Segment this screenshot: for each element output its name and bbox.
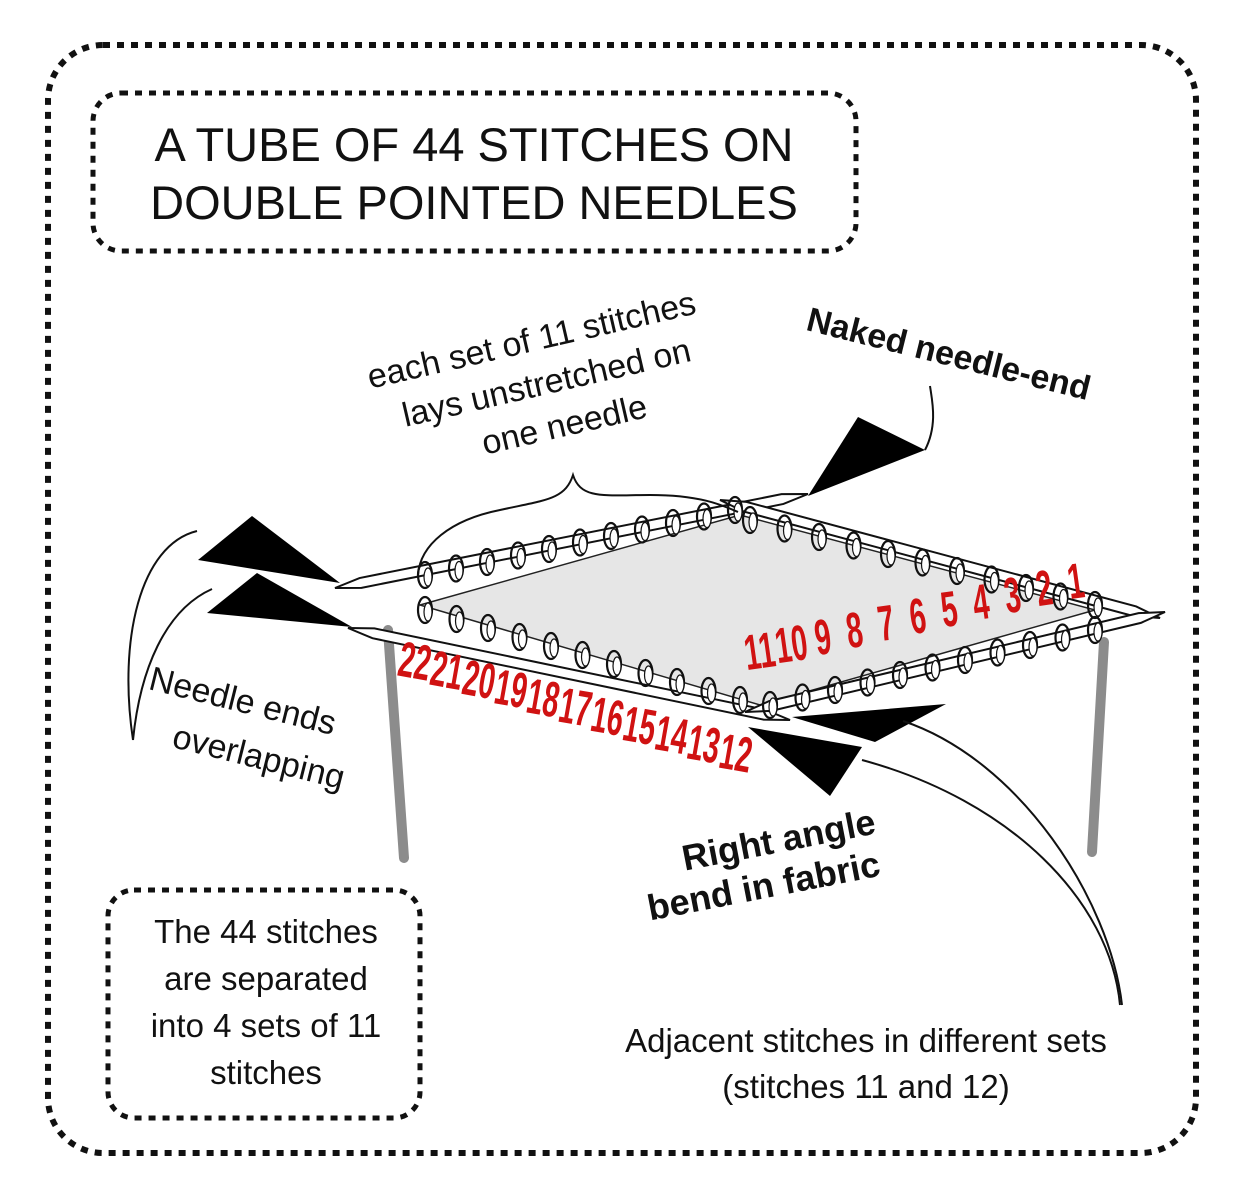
label-each-set: each set of 11 stitches lays unstretched… <box>364 284 700 462</box>
adjacent-line-2: (stitches 11 and 12) <box>722 1068 1009 1105</box>
stitch-number: 5 <box>937 580 961 638</box>
stitch-loop-inner <box>800 689 811 710</box>
stitch-loop-inner <box>995 644 1006 665</box>
arrow-overlap-upper <box>198 516 340 583</box>
stitch-loop-inner <box>1024 580 1034 600</box>
summary-box <box>105 887 423 1121</box>
support-posts <box>383 625 1109 863</box>
stitch-loop-inner <box>423 567 433 587</box>
stitch-loop-inner <box>733 502 743 522</box>
stitch-loop-inner <box>920 554 931 575</box>
stitch-loop-inner <box>1058 588 1069 609</box>
label-adjacent: Adjacent stitches in different sets (sti… <box>625 1022 1107 1105</box>
stitch-loop-inner <box>516 547 526 568</box>
stitch-loop-inner <box>643 665 654 685</box>
needle-1 <box>334 493 809 589</box>
stitch-loop-inner <box>768 697 778 717</box>
stitch-number: 11 <box>741 621 779 681</box>
stitch-number: 2 <box>1032 559 1056 617</box>
outer-frame <box>45 42 1199 1156</box>
stitch-loop-inner <box>865 674 876 695</box>
summary-line-4: stitches <box>210 1054 322 1091</box>
leader-lines <box>127 385 1123 1006</box>
stitch-loop-inner <box>886 546 896 566</box>
label-naked-end: Naked needle-end <box>803 301 1095 408</box>
stitch-loop-inner <box>738 692 748 712</box>
stitch-loop-inner <box>549 638 559 658</box>
stitch-number: 6 <box>906 587 930 645</box>
stitch-loop-inner <box>454 560 464 581</box>
stitch-loop-inner <box>963 652 973 672</box>
stitch-number: 4 <box>969 573 993 631</box>
stitch-loop-inner <box>782 520 793 541</box>
stitch-loop-inner <box>675 674 685 694</box>
stitch-number: 10 <box>771 614 811 674</box>
brace <box>417 471 739 576</box>
stitch-loops <box>416 495 1104 720</box>
stitch-loop-inner <box>1060 629 1071 650</box>
stitch-loop-inner <box>671 515 681 535</box>
stitch-loop-inner <box>1093 622 1103 642</box>
arrow-overlap-lower <box>207 573 352 627</box>
arrow-right-angle-2 <box>792 704 946 742</box>
stitch-loop-inner <box>580 647 591 667</box>
stitch-loop-inner <box>702 508 712 529</box>
summary-line-3: into 4 sets of 11 <box>151 1007 382 1044</box>
stitch-loop-inner <box>547 541 557 561</box>
title-line-2: DOUBLE POINTED NEEDLES <box>150 176 798 229</box>
needle-3 <box>347 627 791 721</box>
stitch-loop-inner <box>748 512 758 532</box>
stitch-loop-inner <box>612 656 622 676</box>
stitch-loop-inner <box>454 611 465 631</box>
stitch-loop-inner <box>930 659 941 680</box>
stitch-loop-inner <box>817 529 827 549</box>
stitch-loop-inner <box>423 602 433 622</box>
stitch-number: 9 <box>811 608 835 666</box>
stitch-number: 3 <box>1001 566 1025 624</box>
label-needle-ends: Needle ends overlapping <box>145 660 348 797</box>
label-right-angle: Right angle bend in fabric <box>644 801 884 928</box>
adjacent-line-1: Adjacent stitches in different sets <box>625 1022 1107 1059</box>
stitch-loop-inner <box>640 521 650 542</box>
stitch-loop-inner <box>578 534 588 555</box>
callout-arrows <box>198 417 946 796</box>
stitch-loop-inner <box>898 667 908 687</box>
title-box <box>90 90 859 254</box>
summary-text: The 44 stitches are separated into 4 set… <box>151 913 382 1091</box>
stitch-loop-inner <box>1093 597 1103 617</box>
stitch-loop-inner <box>1028 637 1038 657</box>
title-line-1: A TUBE OF 44 STITCHES ON <box>155 118 794 171</box>
stitch-loop-inner <box>517 629 528 649</box>
arrow-naked-end <box>808 417 925 496</box>
stitch-loop-inner <box>955 563 965 583</box>
stitch-loop-inner <box>486 620 496 640</box>
stitch-loop-inner <box>833 682 843 702</box>
summary-line-2: are separated <box>164 960 368 997</box>
stitch-loop-inner <box>609 528 619 548</box>
arrow-right-angle-1 <box>748 727 862 796</box>
stitch-loop-inner <box>706 683 717 703</box>
stitch-number: 7 <box>874 594 898 652</box>
stitch-loop-inner <box>851 537 862 558</box>
stitch-number: 8 <box>843 601 867 659</box>
stitch-loop-inner <box>989 571 1000 592</box>
stitch-number: 1 <box>1064 552 1088 610</box>
summary-line-1: The 44 stitches <box>154 913 378 950</box>
needles <box>334 493 1166 721</box>
stitch-loop-inner <box>485 554 495 574</box>
